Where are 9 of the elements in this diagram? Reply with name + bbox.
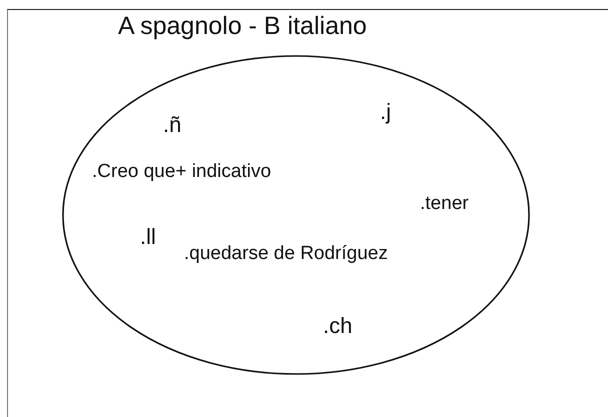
ellipse: [62, 55, 530, 375]
term-label: .ch: [323, 315, 352, 337]
term-label: .ñ: [163, 114, 182, 136]
term-label: .quedarse de Rodríguez: [184, 244, 388, 263]
term-label: .ll: [140, 226, 156, 248]
term-label: .tener: [420, 194, 469, 213]
term-label: .j: [380, 101, 391, 123]
term-label: .Creo que+ indicativo: [92, 162, 272, 181]
title: A spagnolo - B italiano: [118, 14, 367, 39]
